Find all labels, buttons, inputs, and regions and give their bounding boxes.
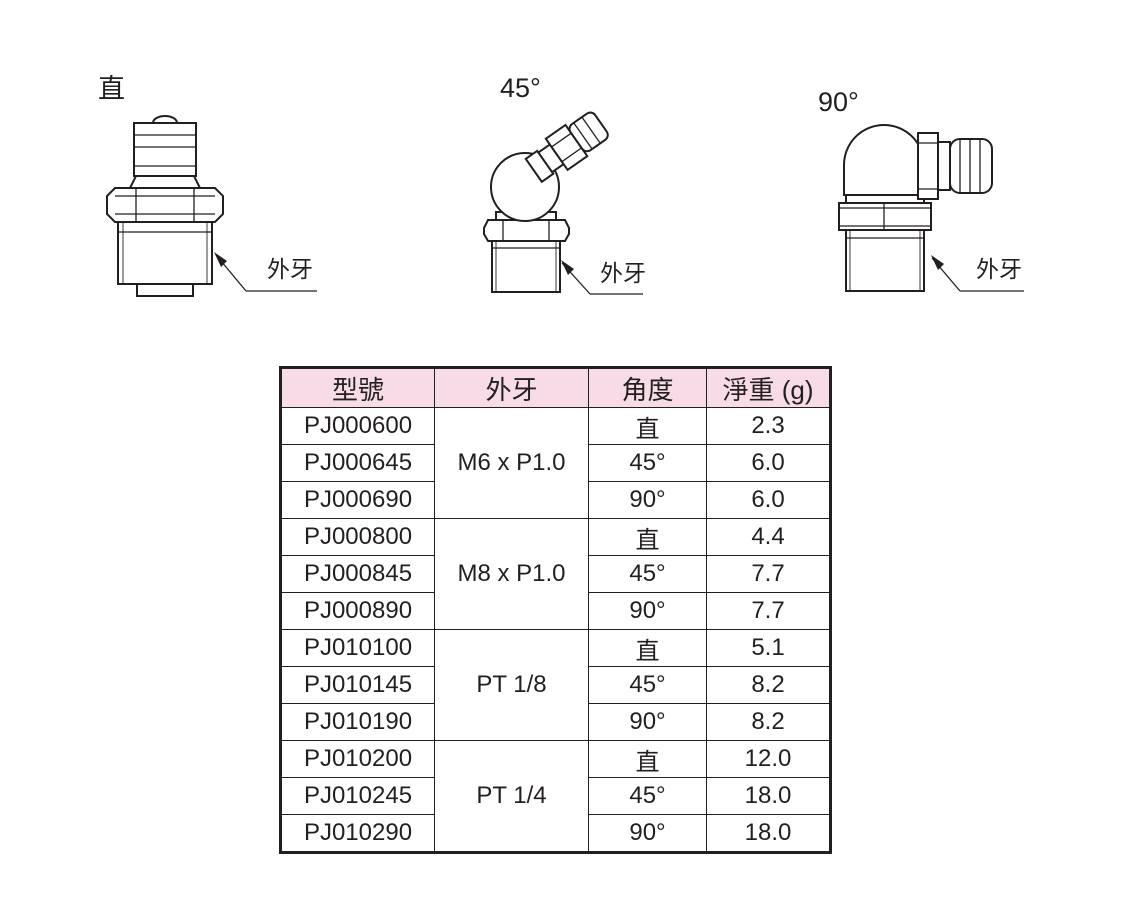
- weight-cell: 5.1: [706, 629, 831, 667]
- model-cell: PJ000645: [280, 444, 435, 482]
- angle45-label: 45°: [500, 73, 541, 103]
- header-model: 型號: [280, 367, 435, 408]
- angle-cell: 直: [588, 740, 707, 778]
- weight-cell: 6.0: [706, 444, 831, 482]
- weight-cell: 8.2: [706, 666, 831, 704]
- model-cell: PJ010100: [280, 629, 435, 667]
- table-row: PJ010200 PT 1/4 直 12.0: [280, 740, 831, 853]
- header-weight: 淨重 (g): [706, 367, 831, 408]
- angle-cell: 90°: [588, 481, 707, 519]
- weight-cell: 18.0: [706, 814, 831, 853]
- weight-cell: 2.3: [706, 407, 831, 445]
- thread-cell: M6 x P1.0: [434, 407, 589, 519]
- angle90-thread-label: 外牙: [976, 256, 1022, 282]
- angle-cell: 直: [588, 629, 707, 667]
- model-cell: PJ000890: [280, 592, 435, 630]
- angle-cell: 45°: [588, 555, 707, 593]
- angle-cell: 45°: [588, 777, 707, 815]
- angle-cell: 90°: [588, 814, 707, 853]
- angle90-fitting-drawing: [838, 124, 1024, 292]
- straight-angle-label: 直: [98, 74, 125, 104]
- angle-cell: 90°: [588, 592, 707, 630]
- angle-cell: 直: [588, 518, 707, 556]
- weight-cell: 8.2: [706, 703, 831, 741]
- header-thread: 外牙: [434, 367, 589, 408]
- weight-cell: 12.0: [706, 740, 831, 778]
- model-cell: PJ000800: [280, 518, 435, 556]
- table-row: PJ000600 M6 x P1.0 直 2.3: [280, 407, 831, 519]
- thread-cell: PT 1/8: [434, 629, 589, 741]
- straight-thread-label: 外牙: [267, 256, 313, 282]
- model-cell: PJ010200: [280, 740, 435, 778]
- table-row: PJ010245 45° 18.0: [280, 777, 831, 815]
- weight-cell: 18.0: [706, 777, 831, 815]
- angle45-thread-label: 外牙: [600, 260, 646, 286]
- angle-cell: 45°: [588, 666, 707, 704]
- weight-cell: 6.0: [706, 481, 831, 519]
- table-row: PJ000800 M8 x P1.0 直 4.4: [280, 518, 831, 630]
- model-cell: PJ010290: [280, 814, 435, 853]
- angle-cell: 45°: [588, 444, 707, 482]
- angle-cell: 90°: [588, 703, 707, 741]
- angle90-label: 90°: [818, 87, 859, 117]
- table-row: PJ010100 PT 1/8 直 5.1: [280, 629, 831, 741]
- model-cell: PJ010190: [280, 703, 435, 741]
- header-angle: 角度: [588, 367, 707, 408]
- thread-cell: M8 x P1.0: [434, 518, 589, 630]
- table-header-row: 型號 外牙 角度 淨重 (g): [280, 367, 831, 408]
- model-cell: PJ000600: [280, 407, 435, 445]
- model-cell: PJ000690: [280, 481, 435, 519]
- model-cell: PJ000845: [280, 555, 435, 593]
- weight-cell: 7.7: [706, 555, 831, 593]
- model-cell: PJ010245: [280, 777, 435, 815]
- table-row: PJ010290 90° 18.0: [280, 814, 831, 853]
- weight-cell: 7.7: [706, 592, 831, 630]
- angle45-fitting-drawing: [483, 111, 643, 295]
- angle-cell: 直: [588, 407, 707, 445]
- weight-cell: 4.4: [706, 518, 831, 556]
- model-cell: PJ010145: [280, 666, 435, 704]
- straight-fitting-drawing: [106, 115, 317, 297]
- thread-cell: PT 1/4: [434, 740, 589, 853]
- spec-table: 型號 外牙 角度 淨重 (g) PJ000600 M6 x P1.0 直 2.3…: [279, 366, 832, 854]
- table-row: PJ010145 45° 8.2: [280, 666, 831, 704]
